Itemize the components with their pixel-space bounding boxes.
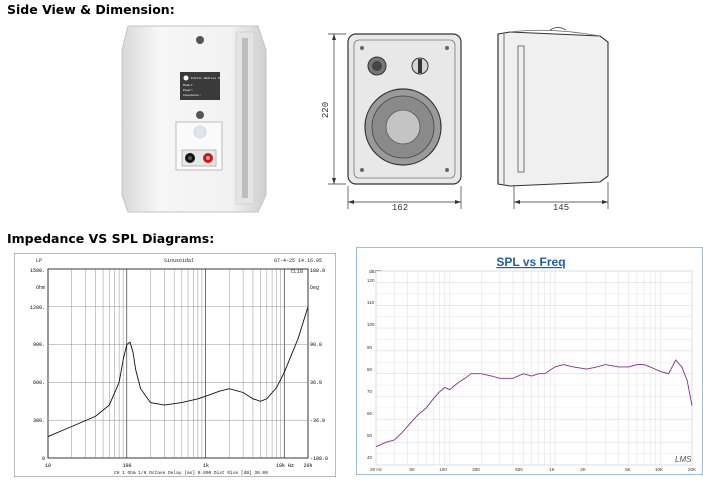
spl-title: SPL vs Freq: [496, 255, 565, 269]
spl-x-label-2: 100: [439, 467, 447, 472]
imp-footer: CH 1 Ohm 1/6 Octave Delay [ms] 0.000 Dis…: [114, 470, 268, 476]
spl-y-label-7: 50: [367, 433, 373, 438]
imp-y-left-0: 1500.: [30, 268, 45, 274]
imp-x-label-3: 10k Hz: [276, 463, 294, 469]
spl-x-label-1: 50: [409, 467, 415, 472]
spl-x-label-8: 10K: [655, 467, 663, 472]
spl-y-label-0: 120: [367, 278, 375, 283]
spl-y-label-4: 80: [367, 367, 373, 372]
imp-y-left-5: 0: [42, 456, 45, 462]
imp-top-left: LP: [36, 258, 42, 264]
diagrams-heading: Impedance VS SPL Diagrams:: [7, 231, 215, 246]
spl-x-label-6: 2K: [580, 467, 586, 472]
spl-y-label-3: 90: [367, 345, 373, 350]
spl-y-label-8: 40: [367, 455, 373, 460]
side-view-heading: Side View & Dimension:: [7, 2, 175, 17]
width-dimension: 162: [392, 203, 408, 213]
imp-y-right-3: -36.0: [310, 418, 325, 424]
spl-chart: SPL vs Freq dBSPL 120 110 100 90 80 70 6…: [367, 255, 696, 472]
imp-cl: CL18: [291, 269, 303, 275]
imp-top-right: 07-4-25 14.16.05: [274, 258, 322, 264]
height-dimension: 220: [321, 102, 331, 118]
imp-x-label-4: 20k: [303, 463, 312, 469]
spl-y-label-5: 70: [367, 389, 373, 394]
imp-y-right-2: 36.0: [310, 380, 322, 386]
imp-top-center: Sinusoidal: [164, 258, 194, 264]
spl-plot-border: [375, 270, 693, 466]
impedance-series-line: [47, 306, 309, 438]
side-view-drawing: 145: [497, 27, 609, 213]
imp-x-label-0: 10: [45, 463, 51, 469]
spl-x-label-3: 200: [472, 467, 480, 472]
spl-x-label-0: 20 Hz: [370, 467, 383, 472]
spl-chart-frame: SPL vs Freq dBSPL 120 110 100 90 80 70 6…: [356, 247, 703, 475]
imp-y-left-1: 1200.: [30, 305, 45, 311]
spl-x-label-9: 20K: [688, 467, 696, 472]
spl-x-label-7: 5K: [625, 467, 631, 472]
spl-x-label-5: 1K: [549, 467, 555, 472]
spl-y-label-6: 60: [367, 411, 373, 416]
imp-right-unit: Deg: [310, 285, 319, 291]
spl-grid: [375, 270, 693, 466]
imp-y-right-4: -180.0: [310, 456, 328, 462]
front-view-drawing: 220 162: [321, 33, 462, 213]
imp-plot: [47, 306, 309, 438]
imp-grid: [47, 268, 309, 459]
spl-y-label-1: 110: [367, 300, 375, 305]
impedance-chart: LP Sinusoidal 07-4-25 14.16.05 Ohm Deg C…: [14, 253, 336, 477]
photo-label-line-2: Model:: [183, 83, 194, 87]
spl-x-label-4: 500: [515, 467, 523, 472]
imp-left-unit: Ohm: [36, 285, 45, 291]
spl-series-line: [375, 359, 693, 448]
spl-y-label-2: 100: [367, 322, 375, 327]
imp-y-left-2: 900.: [33, 342, 45, 348]
imp-y-left-3: 600.: [33, 380, 45, 386]
photo-label-line-1: Public Address System: [191, 76, 229, 80]
imp-x-label-1: 100: [122, 463, 131, 469]
photo-label-line-4: Impedance:: [183, 93, 201, 97]
imp-x-label-2: 1k: [203, 463, 209, 469]
depth-dimension: 145: [553, 203, 569, 213]
imp-y-right-1: 90.0: [310, 342, 322, 348]
speaker-rear-photo: Public Address System Model: Power: Impe…: [121, 25, 267, 213]
spl-plot: [375, 359, 693, 448]
spl-watermark: LMS: [675, 455, 692, 464]
imp-plot-border: [47, 268, 309, 459]
imp-y-right-0: 180.0: [310, 268, 325, 274]
photo-label-line-3: Power:: [183, 89, 194, 92]
imp-y-left-4: 300.: [33, 418, 45, 424]
